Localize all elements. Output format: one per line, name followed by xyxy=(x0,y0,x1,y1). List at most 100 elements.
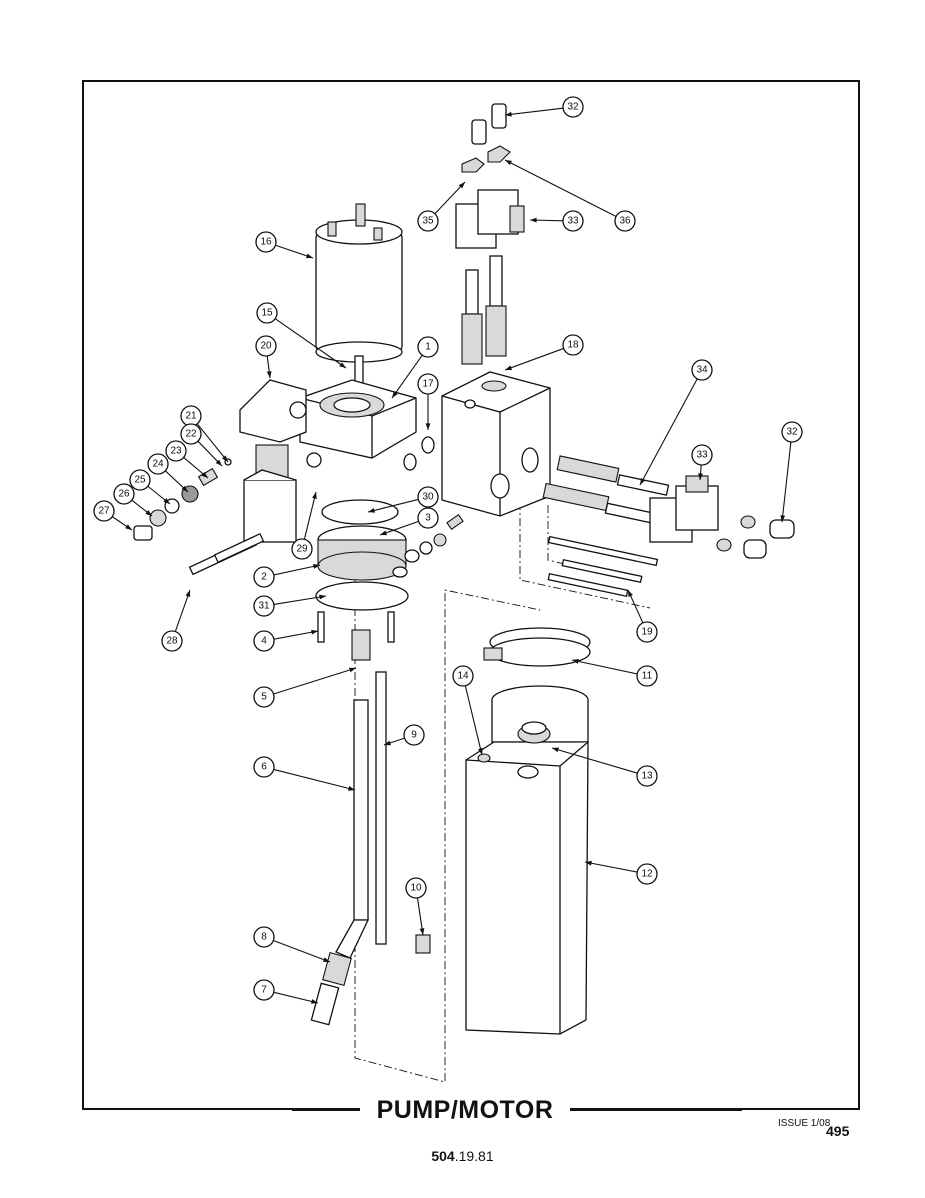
callout-29: 29 xyxy=(291,491,317,560)
leader-line xyxy=(273,940,331,963)
callout-number: 12 xyxy=(641,869,653,880)
callout-balloon xyxy=(562,210,584,232)
callout-3: 3 xyxy=(379,507,439,536)
callout-balloon xyxy=(180,423,202,445)
callout-27: 27 xyxy=(93,500,133,531)
callout-balloon xyxy=(256,302,278,324)
leader-line xyxy=(196,423,229,463)
leader-line xyxy=(273,595,327,605)
callout-number: 33 xyxy=(696,450,708,461)
leader-arrowhead xyxy=(311,999,318,1004)
leader-line xyxy=(275,244,314,259)
callout-31: 31 xyxy=(253,594,327,617)
leader-line xyxy=(464,685,483,756)
leader-line xyxy=(303,491,317,540)
leader-line xyxy=(367,498,419,513)
leader-arrowhead xyxy=(780,515,786,522)
fittings-stack xyxy=(133,458,232,541)
callout-balloon xyxy=(562,334,584,356)
callout-balloon xyxy=(161,630,183,652)
leader-line xyxy=(273,991,319,1004)
callout-number: 16 xyxy=(260,237,272,248)
callout-14: 14 xyxy=(452,665,483,756)
leader-arrowhead xyxy=(425,423,431,430)
callout-number: 4 xyxy=(261,636,267,647)
leader-arrowhead xyxy=(505,160,512,166)
leader-line xyxy=(391,354,423,399)
valve-bolts xyxy=(547,535,659,598)
upper-solenoid-valves xyxy=(455,103,525,365)
pump-body xyxy=(315,499,464,661)
leader-line xyxy=(273,667,357,695)
callout-balloon xyxy=(165,440,187,462)
callout-number: 25 xyxy=(134,475,146,486)
callout-number: 17 xyxy=(422,379,434,390)
callout-balloon xyxy=(403,724,425,746)
callout-number: 30 xyxy=(422,492,434,503)
callout-16: 16 xyxy=(255,231,314,259)
callout-11: 11 xyxy=(571,659,658,687)
leader-arrowhead xyxy=(530,217,537,223)
side-solenoid-valves xyxy=(542,455,795,559)
callout-number: 24 xyxy=(152,459,164,470)
leader-arrowhead xyxy=(628,590,633,597)
callout-balloon xyxy=(417,373,439,395)
callout-number: 28 xyxy=(166,636,178,647)
callout-18: 18 xyxy=(504,334,584,371)
leader-line xyxy=(551,747,638,774)
callout-6: 6 xyxy=(253,756,356,791)
callout-balloon xyxy=(691,359,713,381)
leader-arrowhead xyxy=(185,590,191,597)
leader-arrowhead xyxy=(572,659,579,664)
page-title: PUMP/MOTOR xyxy=(376,1096,554,1124)
callout-number: 35 xyxy=(422,216,434,227)
leader-arrowhead xyxy=(505,111,512,117)
callout-32: 32 xyxy=(780,421,803,523)
callout-33: 33 xyxy=(691,444,713,481)
leader-arrowhead xyxy=(348,786,355,791)
leader-arrowhead xyxy=(505,365,512,370)
callout-balloon xyxy=(253,630,275,652)
leader-arrowhead xyxy=(384,740,391,746)
callout-number: 15 xyxy=(261,308,273,319)
callout-number: 20 xyxy=(260,341,272,352)
leader-line xyxy=(781,441,792,523)
callout-number: 11 xyxy=(642,671,653,682)
callout-balloon xyxy=(253,595,275,617)
callout-25: 25 xyxy=(129,469,171,505)
leader-arrowhead xyxy=(458,182,465,189)
callout-balloon xyxy=(636,765,658,787)
callout-balloon xyxy=(129,469,151,491)
leader-arrowhead xyxy=(323,957,330,962)
callout-balloon xyxy=(253,756,275,778)
callout-30: 30 xyxy=(367,486,439,513)
callout-7: 7 xyxy=(253,979,319,1004)
callout-1: 1 xyxy=(391,336,439,399)
leader-arrowhead xyxy=(640,478,646,485)
callout-balloon xyxy=(253,566,275,588)
callout-5: 5 xyxy=(253,667,357,708)
doc-number-bold: 504 xyxy=(431,1148,455,1164)
leader-arrowhead xyxy=(339,362,346,368)
doc-number-rest: .19.81 xyxy=(454,1148,494,1164)
callout-balloon xyxy=(691,444,713,466)
leader-arrowhead xyxy=(392,391,398,398)
pump-manifold xyxy=(299,379,435,471)
callout-36: 36 xyxy=(504,159,636,232)
page-number: 495 xyxy=(826,1123,850,1139)
callout-35: 35 xyxy=(417,181,466,232)
callout-number: 31 xyxy=(258,601,270,612)
callout-number: 6 xyxy=(261,762,267,773)
leader-line xyxy=(379,520,419,536)
leader-arrowhead xyxy=(145,510,152,516)
callout-number: 32 xyxy=(786,427,798,438)
title-rule-right xyxy=(570,1109,742,1111)
callout-number: 5 xyxy=(261,692,267,703)
callout-12: 12 xyxy=(584,860,658,885)
callout-number: 3 xyxy=(425,513,431,524)
callout-balloon xyxy=(417,210,439,232)
callout-balloon xyxy=(255,335,277,357)
leader-line xyxy=(504,107,564,116)
callout-20: 20 xyxy=(255,335,277,379)
callout-balloon xyxy=(93,500,115,522)
